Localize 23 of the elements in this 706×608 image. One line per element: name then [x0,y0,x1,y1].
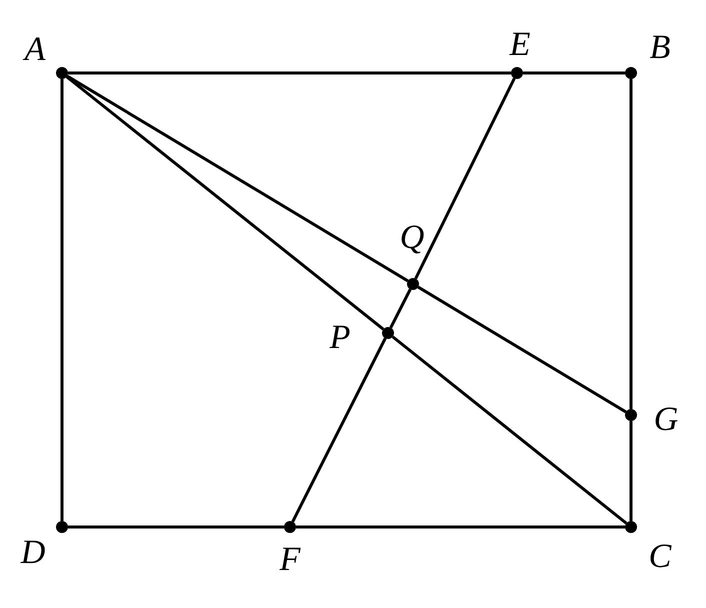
point-label: P [330,321,350,355]
line-segment [66,76,384,330]
point-label: D [20,536,46,570]
line-segment [523,72,625,74]
line-segment [68,526,284,528]
point-label: G [654,403,678,437]
line-segment [392,336,628,524]
point-label: Q [400,221,424,255]
line-segment [60,79,64,521]
line-segment [414,78,516,280]
point-label: C [648,540,672,574]
line-segment [66,74,409,282]
line-segment [389,288,412,328]
line-segment [68,72,511,74]
line-segment [296,526,625,528]
point-label: E [510,28,530,62]
line-segment [630,79,632,409]
point-label: B [650,31,670,65]
point-label: A [24,33,46,67]
line-segment [291,338,387,522]
line-segment [417,286,627,414]
line-segment [630,421,632,521]
point-label: F [280,543,300,577]
